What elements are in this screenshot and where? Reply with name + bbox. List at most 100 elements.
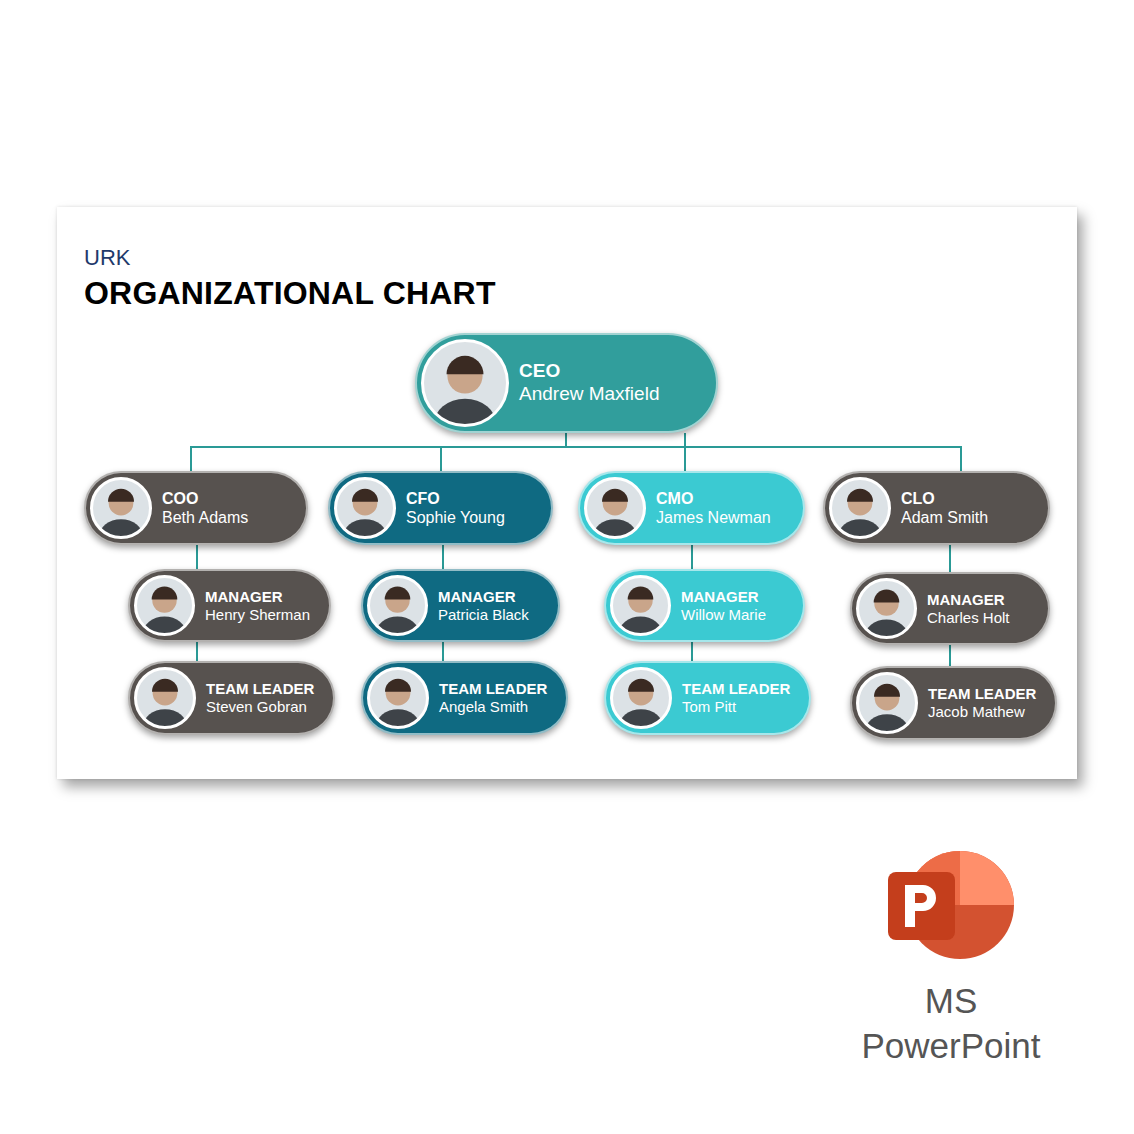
avatar-photo xyxy=(856,672,918,734)
person-name: Andrew Maxfield xyxy=(519,383,659,406)
person-name: Steven Gobran xyxy=(206,698,314,716)
person-box: TEAM LEADERSteven Gobran xyxy=(128,661,335,735)
connector-line xyxy=(441,433,566,471)
avatar-photo xyxy=(134,575,195,636)
person-box: TEAM LEADERAngela Smith xyxy=(361,661,568,735)
avatar-hair xyxy=(874,684,900,697)
avatar-ring xyxy=(369,669,428,728)
person-box: CEOAndrew Maxfield xyxy=(415,333,718,433)
avatar-photo xyxy=(856,578,917,639)
avatar-photo xyxy=(367,575,428,636)
avatar-ring xyxy=(612,577,670,635)
avatar-photo xyxy=(134,667,196,729)
role-title: MANAGER xyxy=(205,588,310,606)
avatar-photo xyxy=(829,477,891,539)
avatar-photo xyxy=(367,667,429,729)
avatar-hair xyxy=(628,679,654,692)
role-title: TEAM LEADER xyxy=(928,685,1036,703)
person-name: Jacob Mathew xyxy=(928,703,1036,721)
avatar-hair xyxy=(152,679,178,692)
box-text: MANAGERPatricia Black xyxy=(438,588,529,624)
avatar-ring xyxy=(858,580,916,638)
connector-line xyxy=(949,545,951,572)
avatar-ring xyxy=(336,479,395,538)
role-title: MANAGER xyxy=(681,588,766,606)
person-name: Beth Adams xyxy=(162,508,248,527)
avatar-hair xyxy=(385,679,411,692)
avatar-hair xyxy=(847,489,873,502)
avatar-ring xyxy=(586,479,645,538)
connector-line xyxy=(196,642,198,661)
box-text: CFOSophie Young xyxy=(406,489,505,527)
connector-line xyxy=(691,545,693,569)
person-box: CLOAdam Smith xyxy=(823,471,1050,545)
role-title: TEAM LEADER xyxy=(682,680,790,698)
person-name: Patricia Black xyxy=(438,606,529,624)
box-text: MANAGERHenry Sherman xyxy=(205,588,310,624)
person-box: COOBeth Adams xyxy=(84,471,308,545)
avatar-photo xyxy=(334,477,396,539)
chart-title: ORGANIZATIONAL CHART xyxy=(84,275,496,312)
person-box: TEAM LEADERTom Pitt xyxy=(604,661,811,735)
box-text: TEAM LEADERSteven Gobran xyxy=(206,680,314,716)
role-title: CFO xyxy=(406,489,505,508)
connector-line xyxy=(684,433,686,471)
person-name: Adam Smith xyxy=(901,508,988,527)
logo-square xyxy=(888,872,955,940)
avatar-ring xyxy=(92,479,151,538)
role-title: MANAGER xyxy=(438,588,529,606)
person-box: MANAGERHenry Sherman xyxy=(128,569,331,642)
avatar-ring xyxy=(136,669,195,728)
role-title: CMO xyxy=(656,489,771,508)
person-name: Tom Pitt xyxy=(682,698,790,716)
company-name: URK xyxy=(84,245,130,271)
avatar-hair xyxy=(152,587,178,600)
person-box: MANAGERWillow Marie xyxy=(604,569,805,642)
avatar-ring xyxy=(831,479,890,538)
avatar-body xyxy=(433,399,496,427)
connector-line xyxy=(949,645,951,666)
connector-line xyxy=(442,545,444,569)
box-text: TEAM LEADERJacob Mathew xyxy=(928,685,1036,721)
logo-glyph xyxy=(905,885,936,927)
box-text: COOBeth Adams xyxy=(162,489,248,527)
person-name: Willow Marie xyxy=(681,606,766,624)
avatar-ring xyxy=(858,674,917,733)
box-text: MANAGERWillow Marie xyxy=(681,588,766,624)
avatar-hair xyxy=(352,489,378,502)
avatar-hair xyxy=(628,587,654,600)
connector-line xyxy=(191,433,566,471)
box-text: CEOAndrew Maxfield xyxy=(519,360,659,406)
person-name: James Newman xyxy=(656,508,771,527)
avatar-hair xyxy=(385,587,411,600)
role-title: TEAM LEADER xyxy=(206,680,314,698)
person-box: TEAM LEADERJacob Mathew xyxy=(850,666,1057,740)
person-box: MANAGERCharles Holt xyxy=(850,572,1050,645)
avatar-photo xyxy=(90,477,152,539)
person-box: CFOSophie Young xyxy=(328,471,553,545)
app-name: MS xyxy=(801,981,1101,1021)
avatar-ring xyxy=(423,341,508,426)
avatar-photo xyxy=(610,575,671,636)
person-name: Sophie Young xyxy=(406,508,505,527)
box-text: MANAGERCharles Holt xyxy=(927,591,1010,627)
role-title: COO xyxy=(162,489,248,508)
role-title: MANAGER xyxy=(927,591,1010,609)
person-box: MANAGERPatricia Black xyxy=(361,569,560,642)
avatar-hair xyxy=(108,489,134,502)
connector-line xyxy=(691,642,693,661)
app-name: PowerPoint xyxy=(801,1026,1101,1066)
connector-line xyxy=(442,642,444,661)
role-title: CEO xyxy=(519,360,659,383)
avatar-photo xyxy=(610,667,672,729)
box-text: CLOAdam Smith xyxy=(901,489,988,527)
connector-line xyxy=(566,433,961,471)
avatar-ring xyxy=(612,669,671,728)
role-title: TEAM LEADER xyxy=(439,680,547,698)
box-text: TEAM LEADERAngela Smith xyxy=(439,680,547,716)
person-name: Charles Holt xyxy=(927,609,1010,627)
person-name: Angela Smith xyxy=(439,698,547,716)
